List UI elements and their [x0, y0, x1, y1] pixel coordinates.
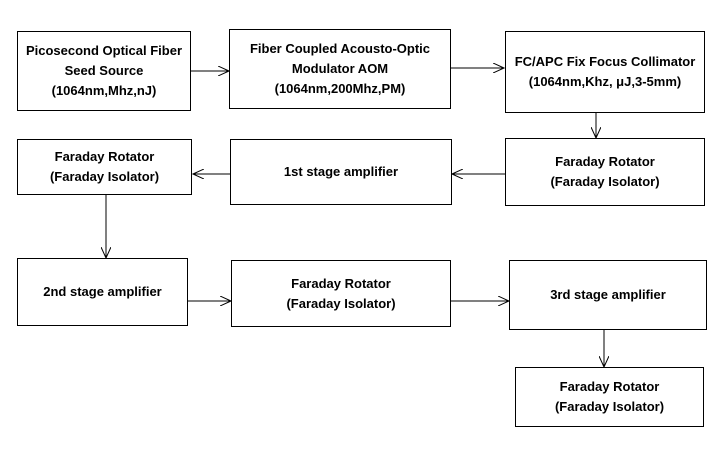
amplifier-1-label: 1st stage amplifier	[283, 164, 399, 179]
faraday-rotator-4-node: Faraday Rotator (Faraday Isolator)	[515, 367, 704, 427]
faraday-rotator-3-line-1: Faraday Rotator	[291, 275, 391, 291]
seed-source-line-2: Seed Source	[64, 63, 144, 78]
aom-line-1: Fiber Coupled Acousto-Optic	[249, 41, 431, 56]
faraday-rotator-4-line-1: Faraday Rotator	[559, 379, 660, 394]
faraday-rotator-2-line-1: Faraday Rotator	[54, 149, 155, 164]
amplifier-1-node: 1st stage amplifier	[230, 139, 452, 205]
aom-line-2: Modulator AOM	[291, 61, 389, 76]
amplifier-3-node: 3rd stage amplifier	[509, 260, 707, 330]
faraday-rotator-4-line-2: (Faraday Isolator)	[554, 399, 665, 414]
amplifier-2-label: 2nd stage amplifier	[43, 284, 162, 299]
faraday-rotator-1-line-1: Faraday Rotator	[555, 154, 655, 169]
seed-source-line-1: Picosecond Optical Fiber	[25, 43, 183, 58]
faraday-rotator-2-line-2: (Faraday Isolator)	[49, 169, 160, 184]
collimator-line-2: (1064nm,Khz, μJ,3-5mm)	[528, 74, 682, 89]
faraday-rotator-3-node: Faraday Rotator (Faraday Isolator)	[231, 260, 451, 327]
seed-source-node: Picosecond Optical Fiber Seed Source (10…	[17, 31, 191, 111]
seed-source-line-3: (1064nm,Mhz,nJ)	[51, 83, 157, 98]
faraday-rotator-2-node: Faraday Rotator (Faraday Isolator)	[17, 139, 192, 195]
collimator-node: FC/APC Fix Focus Collimator (1064nm,Khz,…	[505, 31, 705, 113]
amplifier-3-label: 3rd stage amplifier	[550, 287, 666, 302]
amplifier-2-node: 2nd stage amplifier	[17, 258, 188, 326]
collimator-line-1: FC/APC Fix Focus Collimator	[514, 54, 696, 69]
aom-line-3: (1064nm,200Mhz,PM)	[274, 81, 406, 96]
faraday-rotator-3-line-2: (Faraday Isolator)	[286, 295, 396, 311]
aom-node: Fiber Coupled Acousto-Optic Modulator AO…	[229, 29, 451, 109]
faraday-rotator-1-line-2: (Faraday Isolator)	[550, 174, 660, 189]
faraday-rotator-1-node: Faraday Rotator (Faraday Isolator)	[505, 138, 705, 206]
